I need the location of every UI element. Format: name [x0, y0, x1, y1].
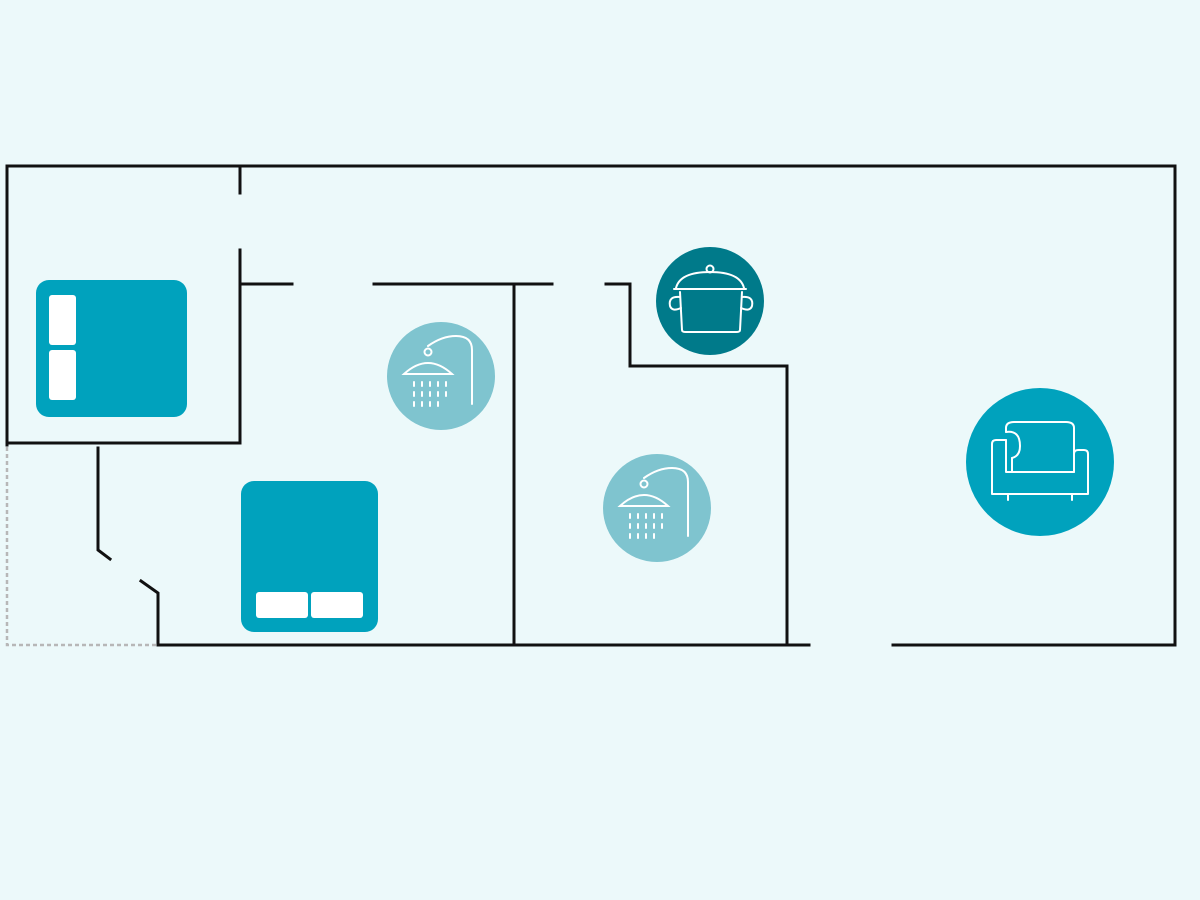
kitchen-wall [604, 282, 789, 647]
pillow [256, 592, 308, 618]
shower-icon [401, 334, 473, 407]
kitchen-icon-bg [656, 247, 764, 355]
outer-wall-top-right [5, 164, 1177, 647]
pillow [49, 295, 76, 345]
pillow [49, 350, 76, 400]
living-icon-bg [966, 388, 1114, 536]
pillow [311, 592, 363, 618]
bedroom-1-wall [5, 248, 242, 445]
kitchen-pot [656, 247, 764, 355]
walls [5, 164, 1177, 647]
living-armchair [966, 388, 1114, 536]
bed-bedroom-2 [241, 481, 378, 632]
shower-bathroom-1 [387, 322, 495, 430]
bed-bedroom-1 [36, 280, 187, 417]
shower-bathroom-2 [603, 454, 711, 562]
cooking-pot-icon [668, 264, 754, 333]
dashed-boundary [5, 447, 156, 647]
shower-icon [617, 466, 689, 539]
entry-wall-lower [138, 578, 160, 647]
armchair-icon [991, 421, 1089, 501]
entry-wall-upper [96, 446, 113, 562]
